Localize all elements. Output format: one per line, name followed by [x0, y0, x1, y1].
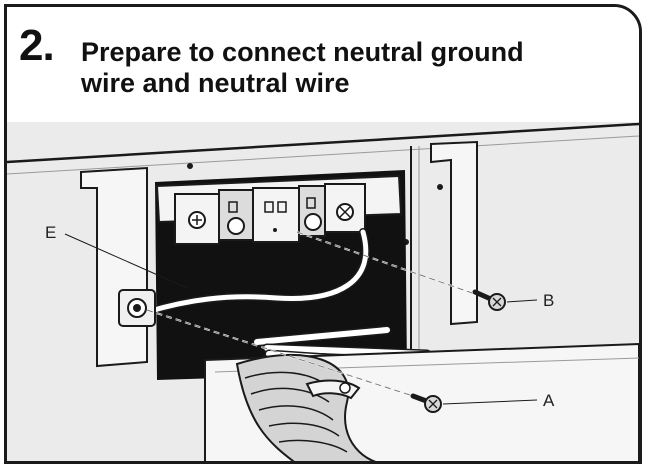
- step-header: 2. Prepare to connect neutral ground wir…: [7, 7, 639, 125]
- step-number: 2.: [19, 21, 55, 70]
- terminal-center: [252, 187, 300, 243]
- wiring-illustration: E B A: [7, 122, 639, 461]
- callout-label-a: A: [543, 391, 555, 410]
- terminal-screw-3: [304, 213, 322, 231]
- right-bracket: [430, 140, 478, 326]
- leader-line-b: [506, 299, 538, 303]
- callout-label-e: E: [45, 223, 56, 242]
- step-title: Prepare to connect neutral ground wire a…: [81, 37, 524, 99]
- terminal-screw-2: [227, 217, 245, 235]
- instruction-panel: 2. Prepare to connect neutral ground wir…: [4, 4, 642, 464]
- cabinet-hole-left: [187, 163, 193, 169]
- screw-a: [410, 393, 442, 413]
- cabinet-top-edge: [7, 122, 639, 164]
- step-title-line-2: wire and neutral wire: [81, 68, 350, 98]
- leader-line-a: [442, 399, 538, 405]
- screw-b: [472, 289, 506, 311]
- terminal-block: [155, 174, 403, 245]
- leader-line-e: [64, 233, 188, 289]
- callout-label-b: B: [543, 291, 554, 310]
- step-title-line-1: Prepare to connect neutral ground: [81, 37, 524, 67]
- cabinet-hole-right: [437, 184, 443, 190]
